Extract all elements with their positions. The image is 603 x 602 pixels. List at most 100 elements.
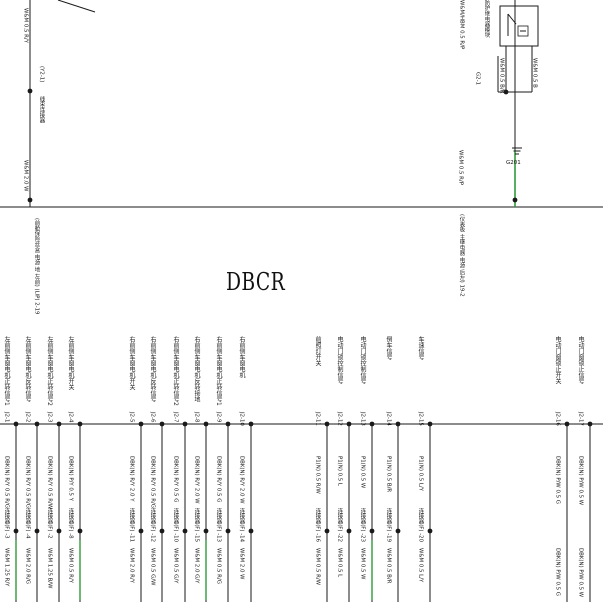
splice-label: 连接器(F) -16 bbox=[314, 508, 321, 543]
wire-spec-label: DBK(N) R/Y 2.0 W bbox=[193, 456, 200, 504]
wire-spec-label: DBK(N) R/Y 2.0 Y bbox=[128, 456, 135, 502]
pin-function-label: 电动门锁控制信号 bbox=[336, 336, 343, 384]
pin-function-label: 车速信号 bbox=[417, 336, 424, 360]
splice-label: 连接器(F) -12 bbox=[149, 508, 156, 543]
pin-function-label: 右前侧车窗电机正转信号1 bbox=[215, 336, 222, 406]
connector-label: (前舱保险丝盒 电源 地 左前) (LIP) 2-19 bbox=[33, 218, 40, 315]
relay-switch bbox=[507, 13, 517, 25]
splice-dot bbox=[369, 528, 375, 534]
module-title: DBCR bbox=[226, 268, 286, 296]
splice-dot bbox=[27, 88, 33, 94]
pin-terminal bbox=[395, 421, 401, 427]
wire-spec-label: W&M 1.25 B/W bbox=[46, 548, 53, 589]
wire-spec-label: DBK(N) R/Y 0.5 R/G bbox=[149, 456, 156, 508]
splice-label: (Y2-1) bbox=[38, 66, 45, 83]
wire-spec-label: W&M 0.5 L/Y bbox=[417, 548, 424, 583]
pin-number-label: J2-16 bbox=[554, 412, 561, 426]
splice-caption: 线束连接器 bbox=[38, 96, 45, 123]
splice-dot bbox=[77, 528, 83, 534]
wire-spec-label: DBK(N) P/W 0.5 G bbox=[554, 548, 561, 596]
pin-function-label: 倒车信号 bbox=[385, 336, 392, 360]
pin-terminal bbox=[427, 421, 433, 427]
pin-terminal bbox=[203, 421, 209, 427]
pin-terminal bbox=[248, 421, 254, 427]
module-note: 防护继电器模块 bbox=[483, 0, 490, 38]
wire-label: W&M 2.0 W bbox=[22, 160, 29, 192]
pin-terminal bbox=[587, 421, 593, 427]
pin-number-label: J2-11 bbox=[314, 412, 321, 426]
splice-label: 连接器(F) -20 bbox=[417, 508, 424, 543]
pin-function-label: 右前侧车窗电机反转接地 bbox=[193, 336, 200, 402]
pin-terminal bbox=[225, 421, 231, 427]
pin-number-label: J2-15 bbox=[417, 412, 424, 426]
wire-spec-label: W&M 0.5 B/R bbox=[385, 548, 392, 584]
wire-spec-label: DBK(N) R/Y 0.5 R/W bbox=[46, 456, 53, 510]
wire-spec-label: W&M 0.5 R/Y bbox=[67, 548, 74, 584]
pin-number-label: J2-10 bbox=[238, 412, 245, 426]
splice-dot bbox=[34, 528, 40, 534]
wire-label: W&M 0.5 B/R bbox=[498, 58, 505, 94]
wire-spec-label: P1(N) 0.5 L bbox=[336, 456, 343, 486]
wire-spec-label: DBK(N) P/W 0.5 G bbox=[554, 456, 561, 504]
pin-number-label: J2-9 bbox=[215, 412, 222, 423]
splice-label: 连接器(F) -11 bbox=[128, 508, 135, 543]
splice-label: 连接器(F) -22 bbox=[336, 508, 343, 543]
wire-spec-label: W&M 2.0 R/Y bbox=[128, 548, 135, 584]
wire-label: W&M/HBM 0.5 R/P bbox=[458, 0, 465, 50]
splice-dot bbox=[427, 528, 433, 534]
pin-function-label: 电动门锁控制信号 bbox=[359, 336, 366, 384]
splice-dot bbox=[248, 528, 254, 534]
wire-spec-label: P1(N) 0.5 L/Y bbox=[417, 456, 424, 492]
pin-terminal bbox=[34, 421, 40, 427]
pin-number-label: J2-17 bbox=[577, 412, 584, 426]
splice-label: 连接器(F) -19 bbox=[385, 508, 392, 543]
pin-function-label: 左前侧车窗电机正转信号1 bbox=[3, 336, 10, 406]
splice-label: 连接器(F) -14 bbox=[238, 508, 245, 543]
wire-label: W&M 0.5 R/Y bbox=[22, 8, 29, 44]
pin-function-label: 电动门窗锁止开关 bbox=[554, 336, 561, 384]
splice-label: 连接器(F) -10 bbox=[172, 508, 179, 543]
pin-terminal bbox=[346, 421, 352, 427]
pin-function-label: 电动门窗锁止信号 bbox=[577, 336, 584, 384]
wire-spec-label: W&M 1.25 R/Y bbox=[3, 548, 10, 587]
splice-dot bbox=[395, 528, 401, 534]
pin-terminal bbox=[56, 421, 62, 427]
pin-function-label: 前照灯开关 bbox=[314, 336, 321, 366]
connector-label: (仪表板 主继电器 电源 后左) 19-2 bbox=[458, 214, 465, 297]
wire-spec-label: P1(N) 0.5 R/W bbox=[314, 456, 321, 494]
pin-terminal bbox=[182, 421, 188, 427]
wire-spec-label: DBK(N) R/Y 0.5 G bbox=[215, 456, 222, 503]
wire-spec-label: W&M 0.5 L bbox=[336, 548, 343, 578]
junction-dot bbox=[27, 197, 33, 203]
wire-spec-label: DBK(N) R/Y 0.5 R/G bbox=[24, 456, 31, 508]
wire-spec-label: W&M 2.0 W bbox=[238, 548, 245, 580]
wire-spec-label: W&M 2.0 R/G bbox=[24, 548, 31, 584]
pin-number-label: J2-6 bbox=[149, 412, 156, 423]
splice-label: 连接器(F) -4 bbox=[24, 508, 31, 539]
pin-function-label: 左前侧车窗电机正转信号2 bbox=[46, 336, 53, 406]
pin-terminal bbox=[369, 421, 375, 427]
wire-spec-label: DBK(N) R/Y 0.5 G bbox=[172, 456, 179, 503]
splice-dot bbox=[159, 528, 165, 534]
pin-number-label: J2-14 bbox=[385, 412, 392, 426]
splice-dot bbox=[203, 528, 209, 534]
splice-dot bbox=[225, 528, 231, 534]
fuse-box-edge bbox=[57, 0, 96, 13]
wire-spec-label: P1(N) 0.5 B/R bbox=[385, 456, 392, 493]
wire-label: W&M 0.5 R/P bbox=[457, 150, 464, 185]
pin-function-label: 右前侧车窗电机反转信号 bbox=[149, 336, 156, 402]
wire-spec-label: P1(N) 0.5 W bbox=[359, 456, 366, 489]
junction-dot bbox=[512, 197, 518, 203]
pin-number-label: J2-3 bbox=[46, 412, 53, 423]
pin-terminal bbox=[77, 421, 83, 427]
splice-label: 连接器(F) -2 bbox=[46, 508, 53, 539]
wire-spec-label: DBK(N) R/Y 2.0 W bbox=[238, 456, 245, 504]
relay-module-box bbox=[499, 5, 539, 47]
splice-label: 连接器(F) -3 bbox=[3, 508, 10, 539]
wire-spec-label: DBK(N) P/W 0.5 W bbox=[577, 456, 584, 506]
wire-spec-label: DBK(N) P/W 0.5 W bbox=[577, 548, 584, 598]
pin-number-label: J2-1 bbox=[3, 412, 10, 423]
pin-function-label: 右前侧车窗电机正转信号2 bbox=[172, 336, 179, 406]
splice-dot bbox=[503, 89, 509, 95]
pin-terminal bbox=[564, 421, 570, 427]
